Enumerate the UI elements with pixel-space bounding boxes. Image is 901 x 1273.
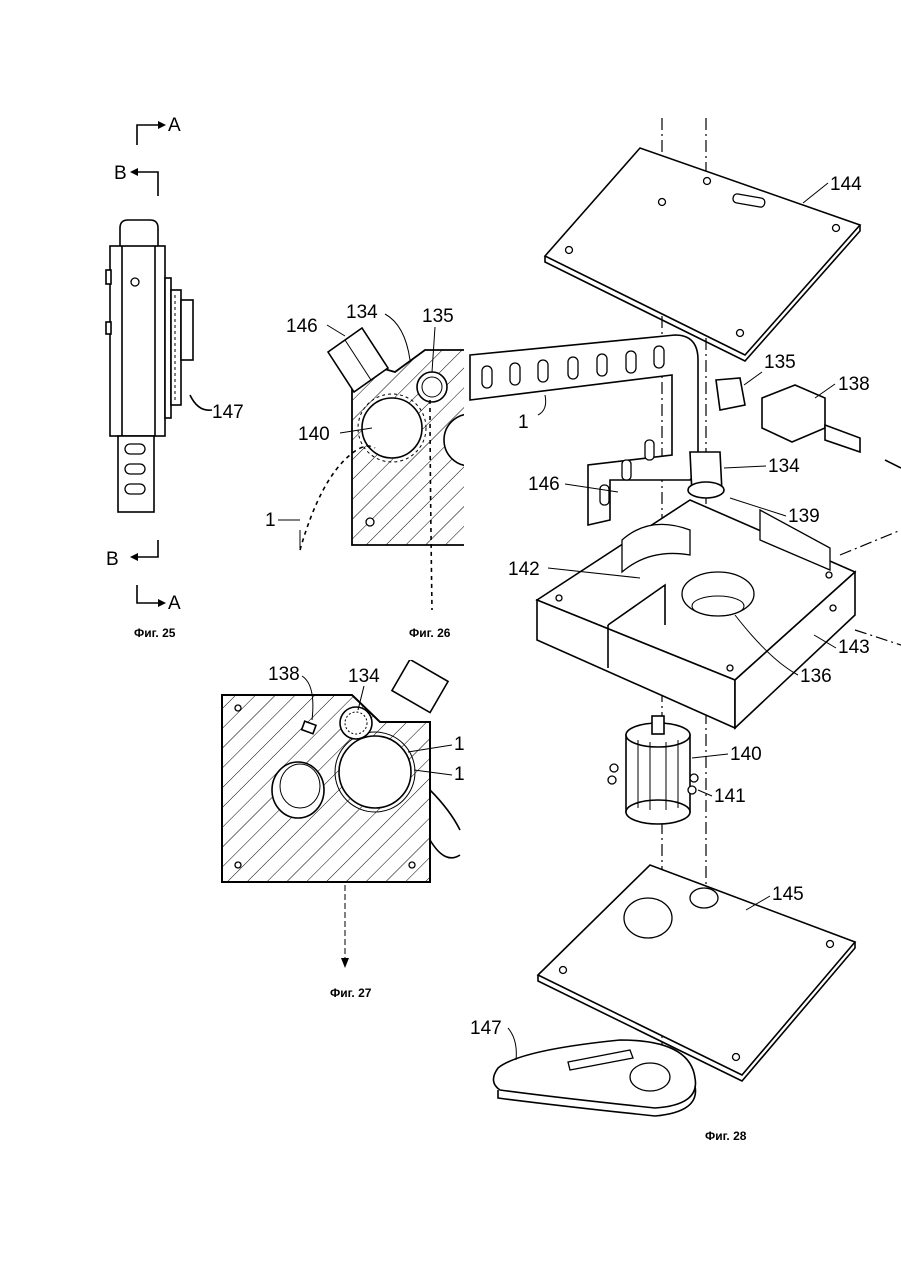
figure-25: A B B A <box>106 115 244 640</box>
callout-1-fig26: 1 <box>265 510 276 531</box>
caption-fig25: Фиг. 25 <box>134 626 176 640</box>
section-label-a-top: A <box>168 115 181 136</box>
figure-26: 146 134 135 140 1 Фиг. 26 <box>265 302 496 640</box>
top-cylinder <box>120 220 158 248</box>
side-lever-plate <box>171 290 181 405</box>
chute-27 <box>392 659 448 712</box>
section-label-b-top: B <box>114 163 127 184</box>
bracket-138 <box>762 385 825 442</box>
callout-139-fig28: 139 <box>788 506 820 527</box>
figure-27: 138 134 1 1 Фиг. 27 <box>222 659 465 1000</box>
caption-fig27: Фиг. 27 <box>330 986 372 1000</box>
section-marker-bottom-b: B <box>106 540 158 570</box>
callout-140-fig28: 140 <box>730 744 762 765</box>
callout-144: 144 <box>830 174 862 195</box>
callout-134-fig26: 134 <box>346 302 378 323</box>
gear-135 <box>716 378 745 410</box>
callout-147-fig25: 147 <box>212 402 244 423</box>
callout-138-fig27: 138 <box>268 664 300 685</box>
section-label-b-bottom: B <box>106 549 119 570</box>
callout-141: 141 <box>714 786 746 807</box>
caption-fig26: Фиг. 26 <box>409 626 451 640</box>
callout-1b-fig27: 1 <box>454 764 465 785</box>
callout-1a-fig27: 1 <box>454 734 465 755</box>
callout-143: 143 <box>838 637 870 658</box>
callout-1-fig28: 1 <box>518 412 529 433</box>
section-marker-top-b: B <box>114 163 158 196</box>
callout-147-fig28: 147 <box>470 1018 502 1039</box>
section-marker-top-a: A <box>137 115 181 145</box>
section-marker-bottom-a: A <box>137 585 181 614</box>
figure-28: 144 1 135 138 134 146 139 <box>470 118 901 1143</box>
caption-fig28: Фиг. 28 <box>705 1129 747 1143</box>
bore-136 <box>682 572 754 616</box>
callout-138-fig28: 138 <box>838 374 870 395</box>
callout-146-fig28: 146 <box>528 474 560 495</box>
housing-body <box>110 246 165 436</box>
callout-135-fig28: 135 <box>764 352 796 373</box>
callout-146-fig26: 146 <box>286 316 318 337</box>
callout-134-fig27: 134 <box>348 666 380 687</box>
callout-136: 136 <box>800 666 832 687</box>
callout-134-fig28: 134 <box>768 456 800 477</box>
callout-142: 142 <box>508 559 540 580</box>
callout-140-fig26: 140 <box>298 424 330 445</box>
section-label-a-bottom: A <box>168 593 181 614</box>
top-plate-144 <box>545 148 860 355</box>
callout-135-fig26: 135 <box>422 306 454 327</box>
callout-145: 145 <box>772 884 804 905</box>
sprocket-27 <box>339 736 411 808</box>
